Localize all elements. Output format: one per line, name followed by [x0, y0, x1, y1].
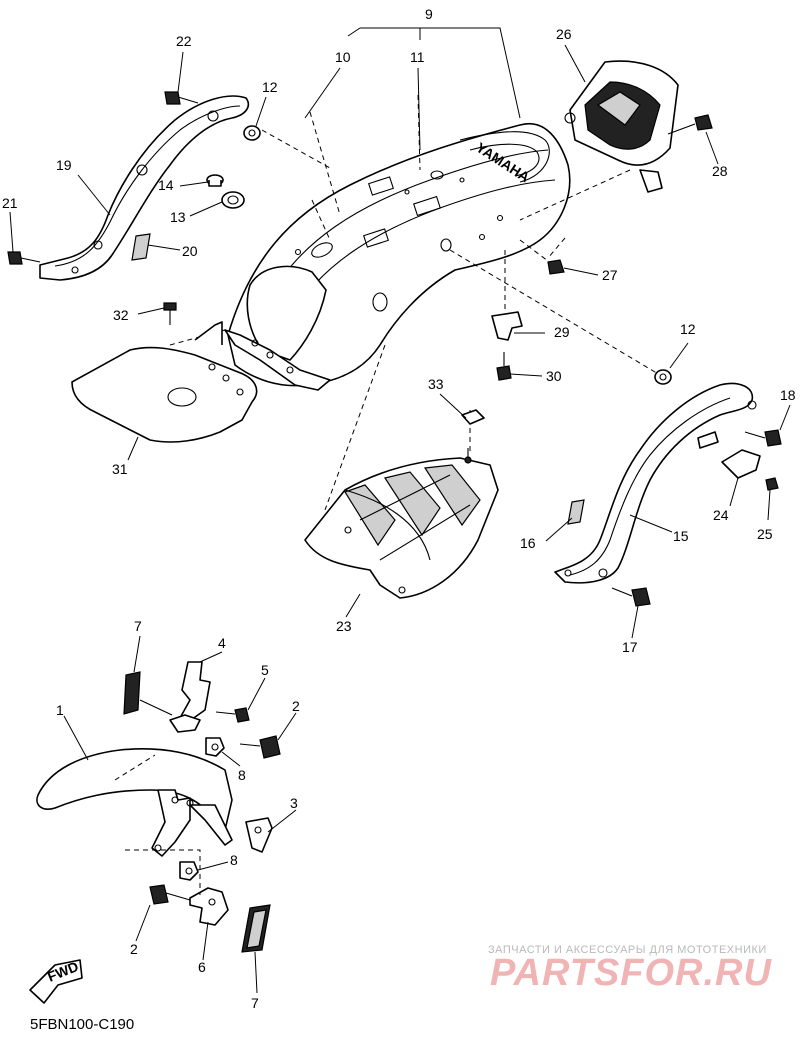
nut-8-bottom	[179, 861, 199, 881]
rear-fender: YAMAHA	[224, 122, 571, 391]
callout-2-bottom: 2	[130, 941, 138, 957]
nut-33	[461, 409, 485, 464]
tail-light	[564, 60, 679, 193]
bolt-5	[215, 707, 250, 723]
pad-20	[131, 233, 151, 261]
callout-33: 33	[428, 376, 444, 392]
callout-14: 14	[158, 177, 174, 193]
callout-31: 31	[112, 461, 128, 477]
callout-9: 9	[425, 6, 433, 22]
watermark-logo: PARTSFOR.RU	[490, 952, 772, 994]
bolt-18	[744, 429, 782, 447]
bolt-22	[164, 91, 199, 105]
nut-27	[547, 259, 565, 275]
grommet-13	[221, 191, 245, 209]
bolt-21	[7, 251, 41, 265]
bolt-2-top	[239, 735, 281, 759]
callout-24: 24	[713, 507, 729, 523]
callout-18: 18	[780, 387, 796, 403]
screw-25	[765, 477, 779, 491]
callout-22: 22	[176, 33, 192, 49]
callout-29: 29	[554, 324, 570, 340]
right-grab-rail	[554, 382, 757, 584]
screw-32	[163, 302, 177, 325]
callout-4: 4	[218, 635, 226, 651]
bracket-6	[189, 887, 229, 926]
fwd-arrow-icon: FWD	[29, 958, 83, 1004]
callout-8-bottom: 8	[230, 852, 238, 868]
callout-7-bottom: 7	[251, 995, 259, 1011]
rear-flap	[71, 321, 258, 443]
callout-1: 1	[56, 702, 64, 718]
callout-27: 27	[602, 267, 618, 283]
bracket-4	[169, 661, 211, 733]
bolt-28	[667, 114, 713, 135]
callouts: 9 10 11 22 12 26 19 14 13 21 20 28 27 32…	[2, 6, 796, 1011]
left-grab-rail	[39, 95, 250, 281]
callout-11: 11	[410, 49, 425, 65]
callout-2-top: 2	[292, 698, 300, 714]
nut-8-top	[205, 737, 225, 757]
callout-5: 5	[261, 662, 269, 678]
collar-12-top	[243, 125, 261, 141]
callout-21: 21	[2, 195, 18, 211]
callout-15: 15	[673, 528, 689, 544]
callout-16: 16	[520, 535, 536, 551]
callout-19: 19	[56, 157, 72, 173]
callout-28: 28	[712, 163, 728, 179]
pad-16	[567, 499, 585, 525]
grommet-14	[206, 174, 224, 187]
bracket-29	[491, 311, 523, 341]
reflector-holder-24	[697, 431, 761, 479]
callout-26: 26	[556, 26, 572, 42]
front-fender	[36, 748, 233, 857]
callout-30: 30	[546, 368, 562, 384]
leader-lines	[9, 27, 791, 994]
callout-25: 25	[757, 526, 773, 542]
collar-12-right	[654, 369, 672, 385]
bolt-17	[611, 587, 651, 607]
callout-10: 10	[335, 49, 351, 65]
callout-20: 20	[182, 243, 198, 259]
callout-3: 3	[290, 795, 298, 811]
callout-6: 6	[198, 959, 206, 975]
bolt-30	[496, 352, 512, 381]
callout-12-top: 12	[262, 79, 278, 95]
diagram-code: 5FBN100-C190	[30, 1016, 135, 1033]
callout-12-right: 12	[680, 321, 696, 337]
bolt-2-bottom	[149, 884, 191, 905]
callout-13: 13	[170, 209, 186, 225]
callout-7-top: 7	[134, 618, 142, 634]
reflector-7-top	[123, 671, 173, 716]
callout-17: 17	[622, 639, 638, 655]
watermark-tagline: ЗАПЧАСТИ И АКСЕССУАРЫ ДЛЯ МОТОТЕХНИКИ	[488, 944, 767, 956]
callout-8-top: 8	[238, 767, 246, 783]
inner-fender	[304, 457, 499, 599]
callout-23: 23	[336, 618, 352, 634]
callout-32: 32	[113, 307, 129, 323]
cover-3	[245, 817, 273, 853]
reflector-7-bottom	[241, 904, 271, 953]
